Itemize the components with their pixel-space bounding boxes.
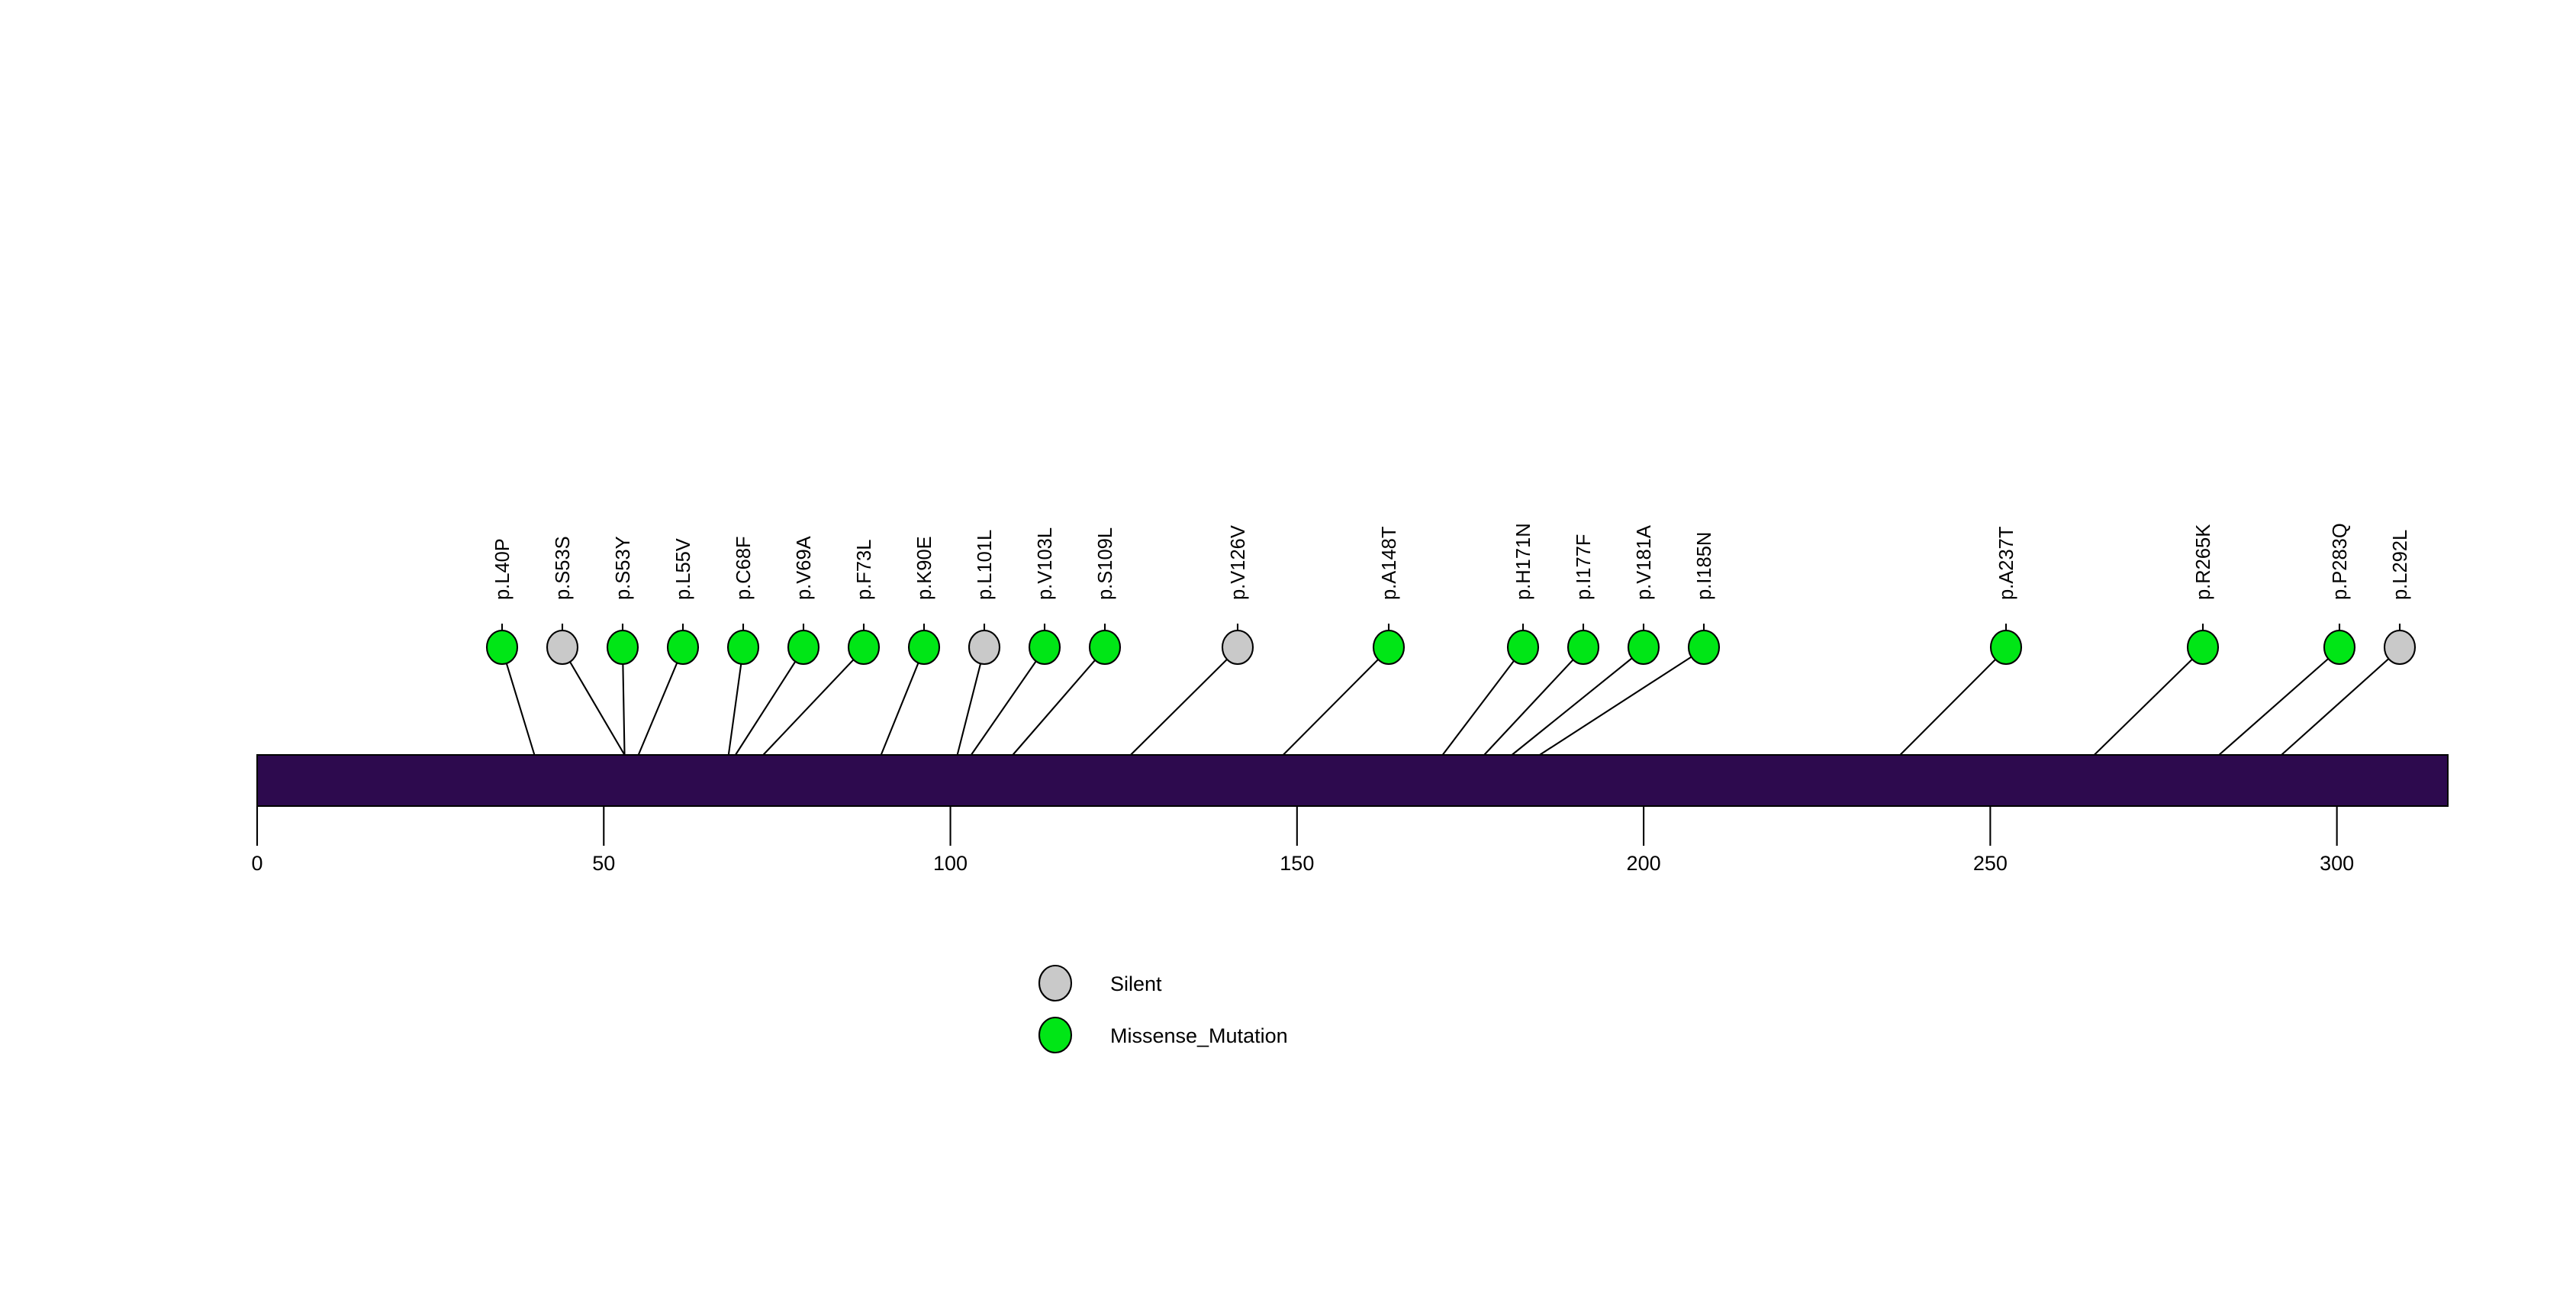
legend-swatch[interactable] [1038, 964, 1073, 1002]
lollipop-label: p.H171N [1513, 523, 1534, 600]
lollipop-labels-group: p.L40P p.S53S p.S53Y p.L55V p.C68F p.V69A p.F7… [492, 523, 2411, 600]
lollipop-node[interactable] [2186, 629, 2220, 666]
lollipop-node[interactable] [2383, 629, 2417, 666]
lollipop-nodes-group [485, 629, 2417, 666]
legend-swatch[interactable] [1038, 1016, 1073, 1054]
lollipop-node[interactable] [907, 629, 941, 666]
lollipop-node[interactable] [1567, 629, 1600, 666]
lollipop-label: p.V126V [1228, 525, 1249, 600]
lollipop-node[interactable] [1687, 629, 1721, 666]
lollipop-node[interactable] [1506, 629, 1540, 666]
lollipop-node[interactable] [546, 629, 579, 666]
legend-label: Silent [1110, 972, 1162, 995]
lollipop-label: p.L55V [673, 538, 694, 600]
lollipop-node[interactable] [1372, 629, 1406, 666]
lollipop-label: p.R265K [2193, 524, 2214, 600]
lollipop-label: p.I185N [1694, 532, 1715, 600]
lollipop-node[interactable] [968, 629, 1001, 666]
lollipop-node[interactable] [2323, 629, 2356, 666]
lollipop-node[interactable] [606, 629, 639, 666]
lollipop-label: p.P283Q [2330, 523, 2351, 600]
axis-tick-label: 300 [2320, 852, 2354, 875]
lollipop-label: p.V69A [794, 536, 815, 600]
lollipop-label: p.L292L [2390, 530, 2411, 600]
axis-tick-label: 0 [251, 852, 262, 875]
lollipop-label: p.K90E [914, 536, 935, 600]
axis-tick-label: 50 [592, 852, 615, 875]
lollipop-node[interactable] [666, 629, 700, 666]
lollipop-node[interactable] [1221, 629, 1254, 666]
lollipop-label: p.L101L [974, 530, 996, 600]
lollipop-node[interactable] [847, 629, 881, 666]
protein-domain-bar-group [256, 754, 2449, 807]
lollipop-label: p.I177F [1573, 534, 1595, 600]
lollipop-label: p.S109L [1095, 527, 1116, 600]
axis-tick-label: 150 [1280, 852, 1314, 875]
lollipop-label: p.A148T [1379, 527, 1400, 600]
axis-tick-label: 250 [1973, 852, 2008, 875]
position-axis-group: 0 50 100 150 200 250 300 [251, 806, 2354, 875]
lollipop-label: p.V181A [1634, 525, 1655, 600]
lollipop-label: p.S53S [552, 536, 574, 600]
lollipop-label: p.F73L [854, 540, 875, 600]
lollipop-node[interactable] [1088, 629, 1122, 666]
legend-label: Missense_Mutation [1110, 1024, 1288, 1047]
axis-tick-label: 100 [933, 852, 968, 875]
lollipop-node[interactable] [787, 629, 820, 666]
lollipop-node[interactable] [1627, 629, 1660, 666]
lollipop-node[interactable] [726, 629, 760, 666]
protein-domain-bar [256, 754, 2449, 807]
lollipop-label: p.V103L [1035, 527, 1056, 600]
lollipop-node[interactable] [485, 629, 519, 666]
lollipop-label: p.L40P [492, 538, 514, 600]
lollipop-label: p.A237T [1996, 527, 2017, 600]
lollipop-node[interactable] [1989, 629, 2023, 666]
lollipop-label: p.C68F [733, 536, 755, 600]
lollipop-node[interactable] [1028, 629, 1061, 666]
axis-tick-label: 200 [1627, 852, 1661, 875]
lollipop-label: p.S53Y [613, 536, 634, 600]
